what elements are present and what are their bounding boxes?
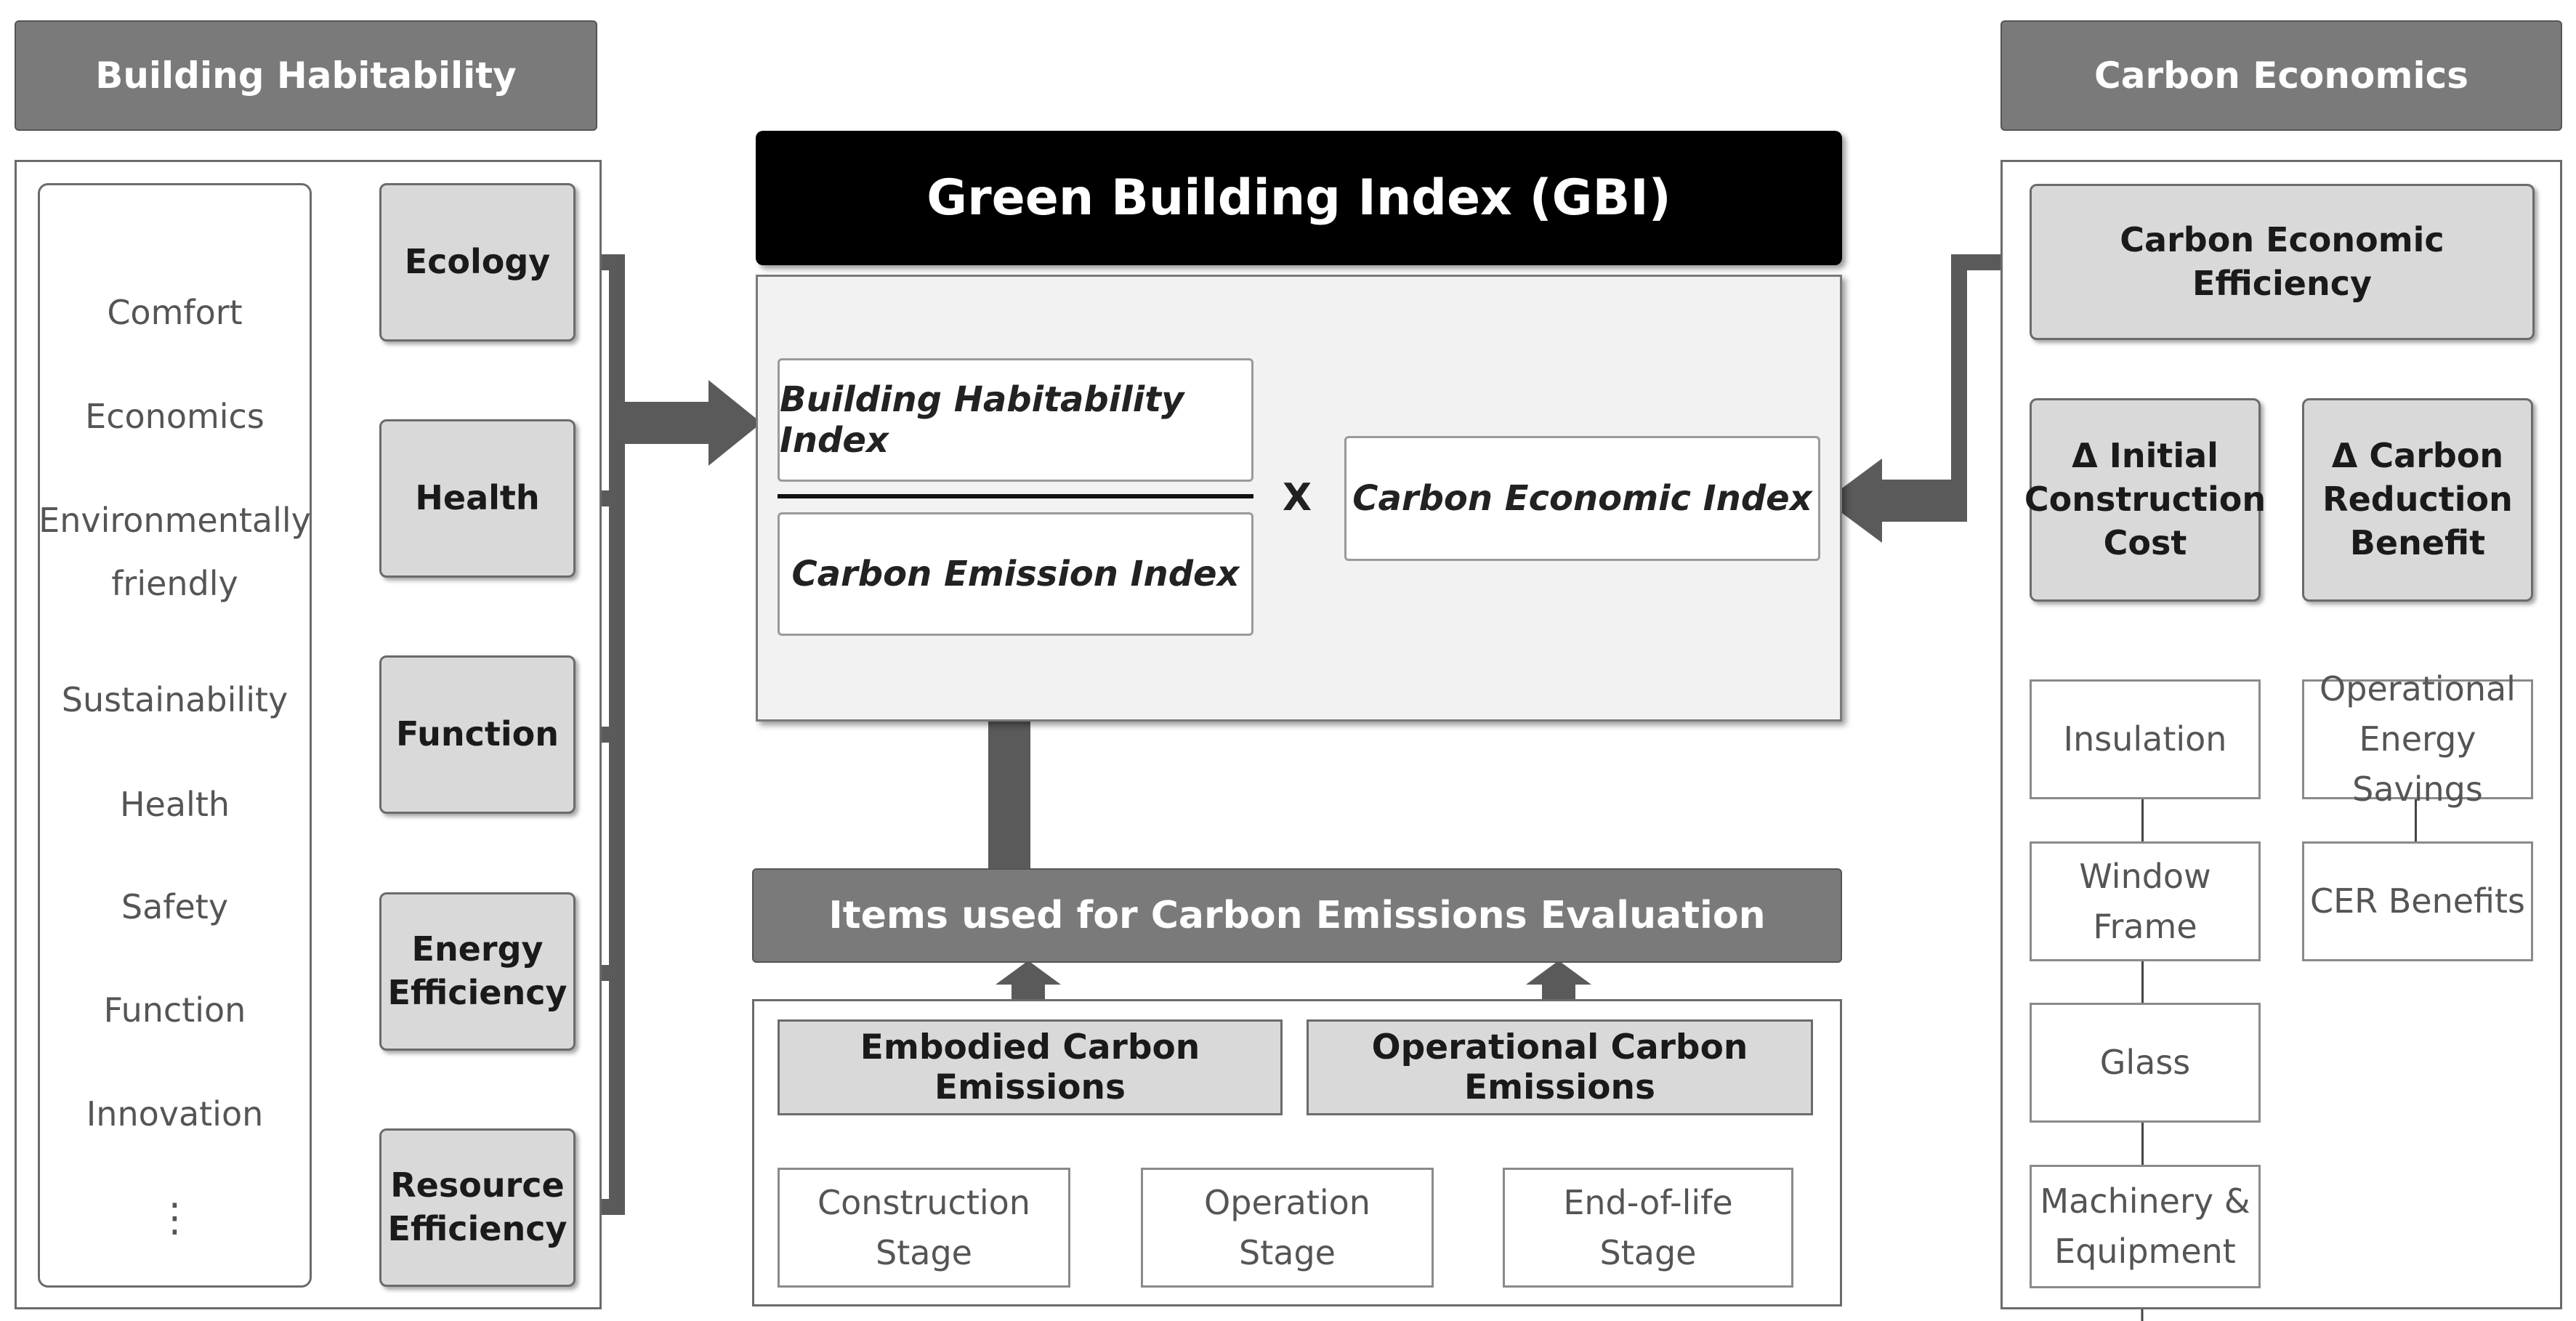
carbon-economic-index: Carbon Economic Index xyxy=(1344,436,1820,561)
gbi-title-label: Green Building Index (GBI) xyxy=(926,169,1671,227)
tree-line-cost xyxy=(2141,961,2144,1003)
fraction-bar xyxy=(778,494,1253,498)
delta-initial-construction-cost: Δ Initial Construction Cost xyxy=(2024,398,2266,602)
cost-item-glass: Glass xyxy=(2030,1003,2261,1123)
tree-line-benefit xyxy=(2415,799,2417,841)
evaluation-header: Items used for Carbon Emissions Evaluati… xyxy=(752,868,1842,963)
stage-operation: Operation Stage xyxy=(1141,1168,1434,1288)
gbi-title: Green Building Index (GBI) xyxy=(756,131,1842,265)
operational-carbon-emissions: Operational Carbon Emissions xyxy=(1307,1019,1813,1115)
criteria-list: Comfort Economics Environmentally friend… xyxy=(38,183,312,1288)
stage-end-of-life: End-of-life Stage xyxy=(1503,1168,1793,1288)
benefit-item-cer-benefits: CER Benefits xyxy=(2302,841,2533,961)
cost-item-insulation: Insulation xyxy=(2030,679,2261,799)
carbon-economics-header: Carbon Economics xyxy=(2000,20,2562,131)
multiply-operator: X xyxy=(1282,476,1312,520)
criterion-item: Sustainability xyxy=(61,680,288,719)
criterion-item: Health xyxy=(119,785,230,824)
tree-line-cost xyxy=(2141,799,2144,841)
criterion-item: Function xyxy=(103,990,246,1030)
carbon-economics-label: Carbon Economics xyxy=(2094,54,2468,97)
ellipsis-icon: ⋮ xyxy=(155,1194,195,1240)
criterion-item: Innovation xyxy=(86,1094,264,1134)
evaluation-header-label: Items used for Carbon Emissions Evaluati… xyxy=(828,894,1766,937)
category-energy-efficiency: Energy Efficiency xyxy=(379,892,576,1051)
building-habitability-label: Building Habitability xyxy=(95,54,517,97)
category-ecology: Ecology xyxy=(379,183,576,342)
category-health: Health xyxy=(379,419,576,578)
category-resource-efficiency: Resource Efficiency xyxy=(379,1128,576,1287)
cost-item-machinery-equipment: Machinery & Equipment xyxy=(2030,1165,2261,1288)
embodied-carbon-emissions: Embodied Carbon Emissions xyxy=(778,1019,1283,1115)
building-habitability-header: Building Habitability xyxy=(15,20,597,131)
carbon-economic-efficiency: Carbon Economic Efficiency xyxy=(2030,184,2535,340)
category-function: Function xyxy=(379,655,576,814)
criterion-item: Safety xyxy=(121,887,229,926)
delta-carbon-reduction-benefit: Δ Carbon Reduction Benefit xyxy=(2302,398,2533,602)
benefit-item-operational-energy-savings: Operational Energy Savings xyxy=(2302,669,2533,809)
criterion-item: Comfort xyxy=(107,293,243,332)
tree-line-cost xyxy=(2141,1123,2144,1165)
criterion-item: Environmentally friendly xyxy=(39,500,311,603)
cost-item-window-frame: Window Frame xyxy=(2030,841,2261,961)
criterion-item: Economics xyxy=(85,397,265,436)
carbon-emission-index: Carbon Emission Index xyxy=(778,512,1253,636)
building-habitability-index: Building Habitability Index xyxy=(778,358,1253,482)
stage-construction: Construction Stage xyxy=(778,1168,1070,1288)
